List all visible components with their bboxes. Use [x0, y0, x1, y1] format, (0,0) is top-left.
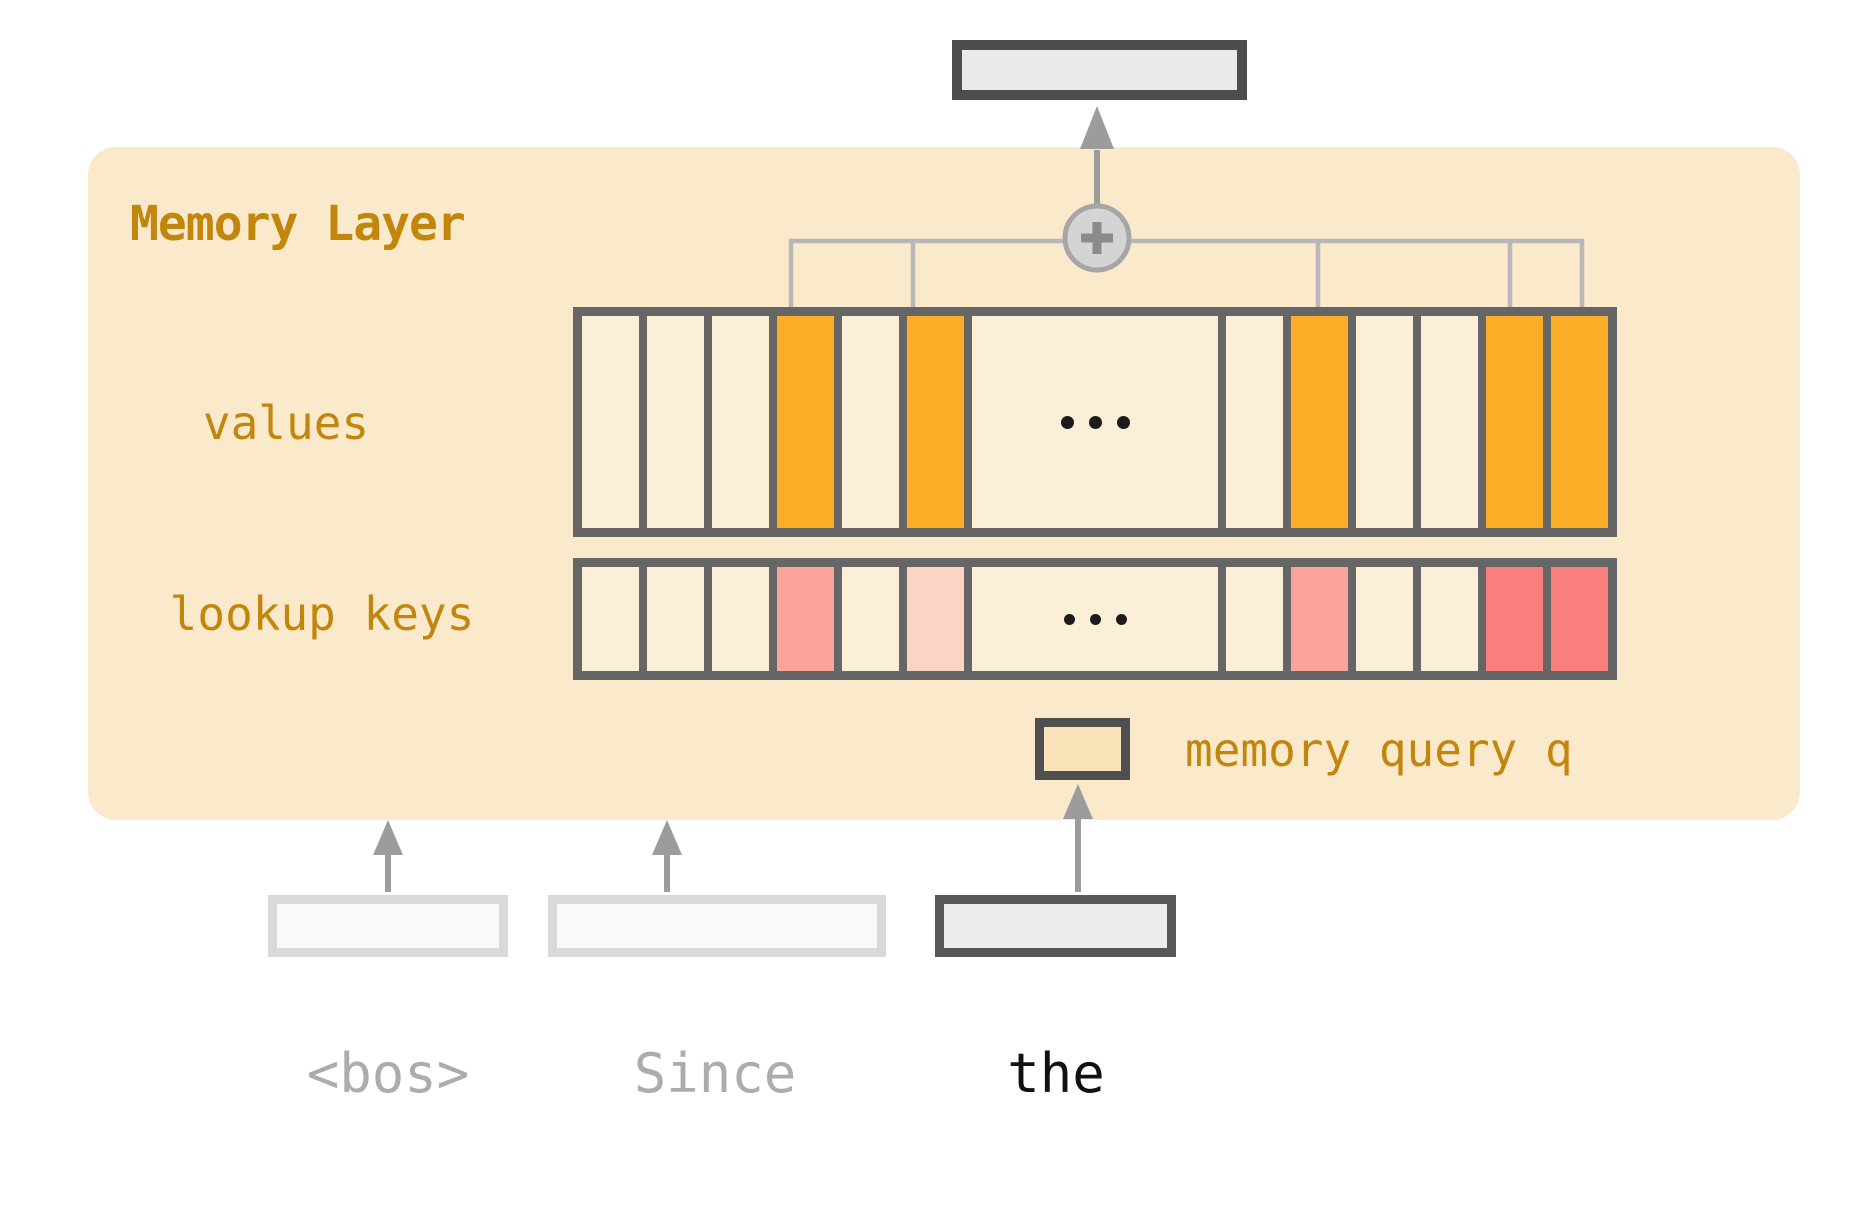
lookup-keys-row-cell-11-pink-strong — [1486, 567, 1543, 671]
ellipsis-dot — [1063, 613, 1075, 625]
bos-embedding-box — [268, 895, 508, 957]
ellipsis-dot — [1116, 415, 1130, 429]
lookup-keys-row-cell-8-pink-mid — [1291, 567, 1348, 671]
the-embedding-box — [935, 895, 1176, 957]
lookup-keys-row-cell-1 — [647, 567, 704, 671]
values-row — [573, 307, 1617, 537]
lookup-keys-row-cell-3-pink-mid — [777, 567, 834, 671]
values-row-cell-6-ellipsis — [972, 316, 1218, 528]
values-row-cell-9 — [1356, 316, 1413, 528]
values-row-cell-3-orange — [777, 316, 834, 528]
since-arrow-icon — [652, 820, 682, 892]
ellipsis-dot — [1115, 613, 1127, 625]
values-row-cell-7 — [1226, 316, 1283, 528]
lookup-keys-label: lookup keys — [169, 587, 475, 641]
token-the: the — [1007, 1042, 1105, 1105]
values-row-cell-0 — [582, 316, 639, 528]
lookup-keys-row-cell-9 — [1356, 567, 1413, 671]
values-row-cell-12-orange — [1551, 316, 1608, 528]
lookup-keys-row — [573, 558, 1617, 680]
values-row-cell-4 — [842, 316, 899, 528]
lookup-keys-row-cell-6-ellipsis — [972, 567, 1218, 671]
ellipsis-dot — [1088, 415, 1102, 429]
lookup-keys-row-cell-0 — [582, 567, 639, 671]
lookup-keys-row-cell-10 — [1421, 567, 1478, 671]
values-row-cell-11-orange — [1486, 316, 1543, 528]
values-row-cell-10 — [1421, 316, 1478, 528]
lookup-keys-row-cell-12-pink-strong — [1551, 567, 1608, 671]
panel-title: Memory Layer — [130, 196, 466, 252]
values-label: values — [202, 396, 370, 450]
ellipsis-dot — [1060, 415, 1074, 429]
output-embedding-box — [952, 40, 1247, 100]
token-bos: <bos> — [306, 1042, 470, 1105]
bos-arrow-icon — [373, 820, 403, 892]
lookup-keys-row-cell-2 — [712, 567, 769, 671]
lookup-keys-row-cell-4 — [842, 567, 899, 671]
values-row-cell-8-orange — [1291, 316, 1348, 528]
since-embedding-box — [548, 895, 886, 957]
values-row-cell-5-orange — [907, 316, 964, 528]
values-row-cell-1 — [647, 316, 704, 528]
lookup-keys-row-cell-5-pink-soft — [907, 567, 964, 671]
memory-query-box — [1035, 718, 1130, 780]
lookup-keys-row-cell-7 — [1226, 567, 1283, 671]
ellipsis-dot — [1089, 613, 1101, 625]
token-since: Since — [633, 1042, 797, 1105]
values-row-cell-2 — [712, 316, 769, 528]
memory-query-label: memory query q — [1185, 723, 1573, 777]
